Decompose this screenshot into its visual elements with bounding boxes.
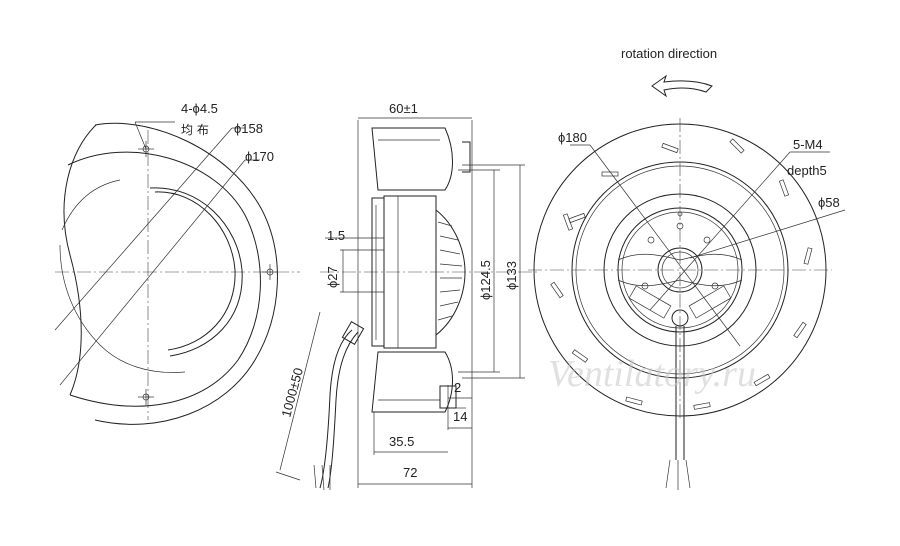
dia-158-label: ϕ158 [234, 121, 263, 136]
front-view [54, 121, 300, 425]
width-72-label: 72 [403, 465, 417, 480]
rear-view [528, 118, 846, 490]
depth-label: depth5 [787, 163, 827, 178]
dia-133-label: ϕ133 [504, 261, 519, 290]
dia-27-label: ϕ27 [325, 266, 340, 288]
dim-2-label: 2 [454, 380, 461, 395]
watermark: Ventilatory.ru [548, 353, 756, 395]
dim-1-5-label: 1.5 [327, 228, 345, 243]
dia-180-label: ϕ180 [558, 130, 587, 145]
dia-170-label: ϕ170 [245, 149, 274, 164]
side-view [275, 117, 540, 491]
dim-14-label: 14 [453, 409, 467, 424]
holes-label: 4-ϕ4.5 [181, 101, 218, 116]
cable-length-label: 1000±50 [278, 366, 306, 419]
rotation-label: rotation direction [621, 46, 717, 61]
holes-cn-label: 均 布 [181, 123, 209, 137]
rotation-arrow-icon [651, 74, 713, 98]
dia-124-5-label: ϕ124.5 [478, 260, 493, 300]
dim-35-5-label: 35.5 [389, 434, 414, 449]
hole-right [262, 264, 278, 280]
m4-label: 5-M4 [793, 137, 823, 152]
width-60-label: 60±1 [389, 101, 418, 116]
hole-bottom [138, 389, 154, 405]
dia-58-label: ϕ58 [818, 195, 840, 210]
